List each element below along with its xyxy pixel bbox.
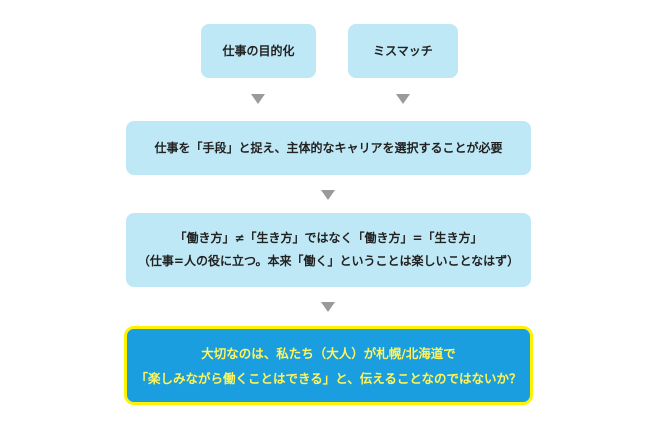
- box-work-equals-life-line2: （仕事=人の役に立つ。本来「働く」ということは楽しいことなはず）: [137, 254, 520, 268]
- box-work-equals-life-line1: 「働き方」≠「生き方」ではなく「働き方」=「生き方」: [174, 231, 483, 246]
- arrow-down-icon: [321, 302, 335, 312]
- box-mismatch-label: ミスマッチ: [373, 43, 433, 58]
- box-mismatch: ミスマッチ: [348, 24, 458, 78]
- box-conclusion-line2: 「楽しみながら働くことはできる」と、伝えることなのではないか？: [135, 370, 522, 386]
- arrow-down-icon: [251, 94, 265, 104]
- box-work-as-means: 仕事を「手段」と捉え、主体的なキャリアを選択することが必要: [126, 121, 531, 175]
- box-work-purpose: 仕事の目的化: [201, 24, 316, 78]
- arrow-down-icon: [396, 94, 410, 104]
- box-work-purpose-label: 仕事の目的化: [222, 43, 295, 58]
- box-work-equals-life: 「働き方」≠「生き方」ではなく「働き方」=「生き方」 （仕事=人の役に立つ。本来…: [126, 213, 531, 287]
- arrow-down-icon: [321, 190, 335, 200]
- box-conclusion-line1: 大切なのは、私たち（大人）が札幌/北海道で: [201, 345, 456, 361]
- box-conclusion: 大切なのは、私たち（大人）が札幌/北海道で 「楽しみながら働くことはできる」と、…: [124, 326, 533, 405]
- box-work-as-means-text: 仕事を「手段」と捉え、主体的なキャリアを選択することが必要: [154, 140, 503, 155]
